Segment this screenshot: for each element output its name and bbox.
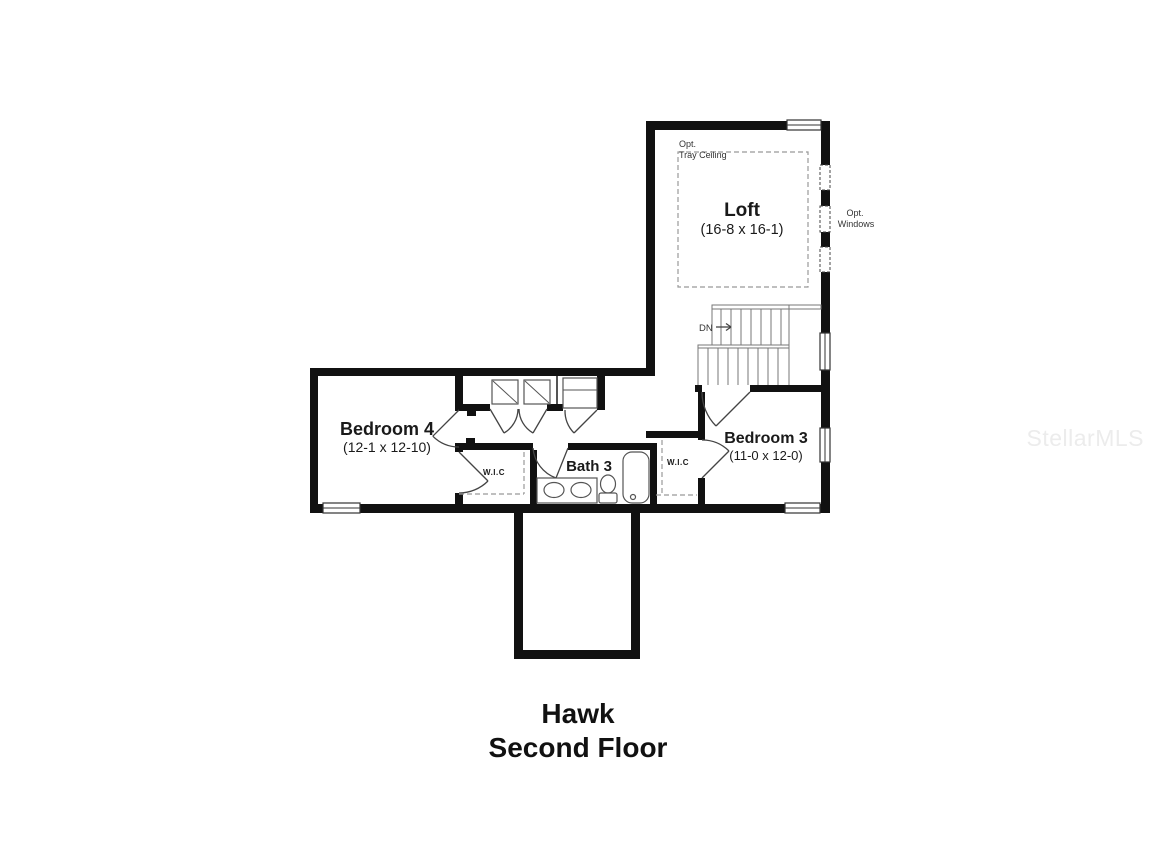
wic3-door [701,439,730,479]
interior-walls [455,376,830,504]
bedroom3-dims: (11-0 x 12-0) [729,448,802,463]
linen-closet [562,377,598,409]
wic4-label: W.I.C [483,468,505,477]
bedroom3-door [701,391,751,427]
bedroom3-east-window [819,427,831,463]
labels: Loft (16-8 x 16-1) Bedroom 4 (12-1 x 12-… [340,139,1144,763]
bath3-label: Bath 3 [566,458,612,475]
wic3-label: W.I.C [667,458,689,467]
laundry-double-doors [489,408,548,434]
staircase [697,304,822,385]
tray-ceiling-label: Tray Ceiling [679,150,727,160]
bedroom3-label: Bedroom 3 [724,430,808,447]
bath-vanity [536,477,598,504]
bathtub [622,451,650,504]
plan-title-line2: Second Floor [489,732,668,763]
bedroom3-south-window [784,502,821,514]
watermark: StellarMLS [1027,425,1144,451]
stairs-down-label: DN [699,323,713,334]
bedroom4-south-window [322,502,361,514]
fixtures [491,377,650,504]
down-arrow-icon [716,322,732,332]
optional-windows [819,164,831,273]
tray-ceiling-opt: Opt. [679,139,696,149]
tray-ceiling-outline [677,151,809,288]
loft-label: Loft [724,200,761,221]
opt-windows-label: Windows [838,219,875,229]
windows [322,119,831,514]
exterior-walls [310,121,830,659]
toilet [598,474,618,504]
laundry-appliances [491,379,551,405]
opt-windows-opt: Opt. [846,208,863,218]
bath3-door [532,447,569,479]
bedroom4-label: Bedroom 4 [340,419,434,439]
bedroom4-dims: (12-1 x 12-10) [343,439,431,455]
bedroom4-door [432,409,460,448]
stairs-window [819,332,831,371]
linen-closet-door [564,409,598,434]
loft-top-window [786,119,822,131]
dashed-elements [459,151,809,496]
loft-dims: (16-8 x 16-1) [700,222,783,238]
plan-title-line1: Hawk [541,698,615,729]
wic4-door [458,451,489,494]
doors [432,391,751,494]
